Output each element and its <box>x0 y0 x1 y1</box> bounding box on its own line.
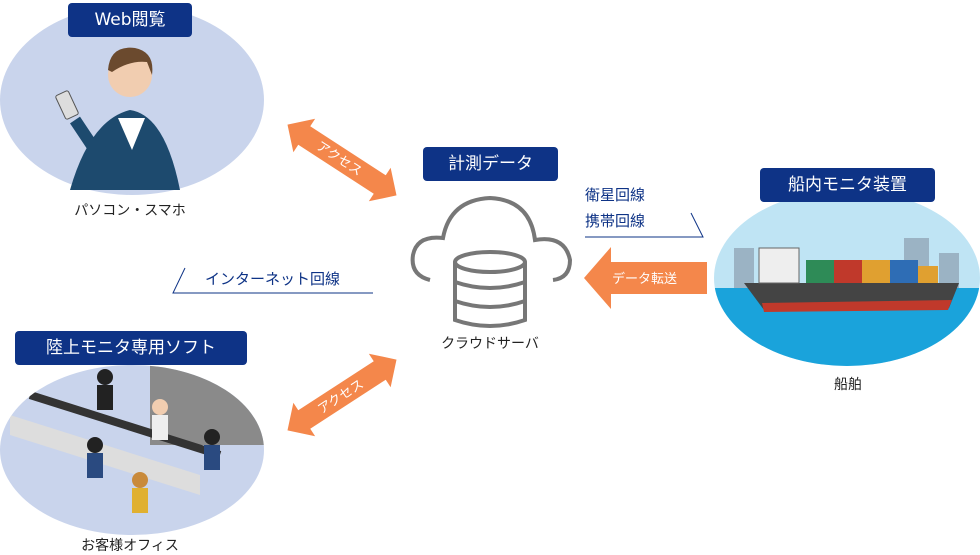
web-caption: パソコン・スマホ <box>74 203 186 219</box>
data-transfer-arrow <box>584 247 707 309</box>
satellite-line-label: 衛星回線 <box>585 186 646 204</box>
cloud-caption: クラウドサーバ <box>441 336 539 352</box>
ship-illustration <box>714 190 980 366</box>
office-badge: 陸上モニタ専用ソフト <box>15 331 247 365</box>
cloud-server-icon <box>410 195 573 328</box>
access-arrow-top <box>287 118 397 202</box>
office-caption: お客様オフィス <box>81 538 179 554</box>
data-transfer-label: データ転送 <box>612 272 678 287</box>
mobile-line-label: 携帯回線 <box>585 212 646 230</box>
internet-underline <box>172 267 373 294</box>
cloud-badge: 計測データ <box>423 147 558 181</box>
office-illustration <box>0 365 264 535</box>
web-user-illustration <box>0 5 264 195</box>
ship-caption: 船舶 <box>834 377 862 393</box>
line-underline <box>585 212 704 238</box>
ship-badge: 船内モニタ装置 <box>760 168 935 202</box>
internet-line-label: インターネット回線 <box>205 270 341 288</box>
access-arrow-bottom <box>287 353 397 437</box>
web-badge: Web閲覧 <box>68 3 192 37</box>
